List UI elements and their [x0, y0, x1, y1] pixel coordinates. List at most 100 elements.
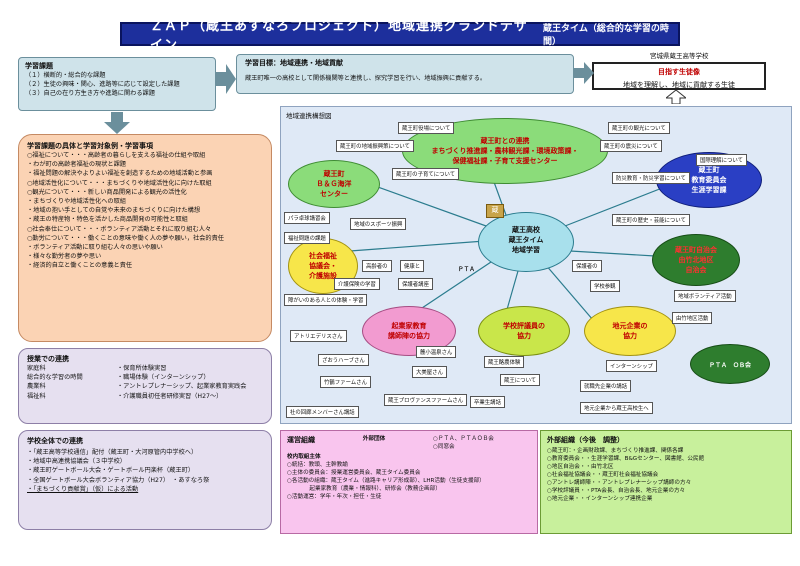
town-line: 保健福祉課・子育て支援センター	[452, 157, 558, 165]
map-tag: 高齢者の	[362, 260, 392, 272]
subject-row: 農業科・アントレプレナーシップ、起業家教育実践会	[27, 383, 247, 391]
map-tag: 地元企業から蔵王高校生へ	[580, 402, 653, 414]
external-org-item: ○教育委員会・・生涯学習課、B&Gセンター、図書館、公民館	[547, 456, 705, 462]
external-org-item: ○社会福祉協議会・・蔵王町社会福祉協議会	[547, 472, 659, 478]
subject-row: 福祉科・介護職員初任者研修実習（H27～）	[27, 392, 223, 400]
map-tag: 蔵王町の歴史・芸能について	[612, 214, 690, 226]
arrow-up-icon	[666, 90, 686, 104]
edu-line: 蔵王町	[698, 166, 720, 174]
map-tag: 蔵王町役場について	[398, 122, 455, 134]
company-line: 地元企業の	[612, 322, 648, 330]
entre-line: 講師陣の協力	[388, 332, 430, 340]
external-group: ○同窓会	[432, 444, 455, 450]
map-tag: 蔵王町の震災について	[600, 140, 662, 152]
goal-box: 目指す生徒像 地域を理解し、地域に貢献する生徒	[592, 62, 766, 90]
learning-goal-box: 学習目標：地域連携・地域貢献 蔵王町唯一の高校として関係機関等と連携し、探究学習…	[236, 54, 574, 94]
map-tag: 保護者の	[572, 260, 602, 272]
map-tag: 蔵王町の子育てについて	[392, 168, 460, 180]
town-line: まちづくり推進課・農林観光課・環境政策課・	[431, 147, 579, 155]
school-logo-icon: 蔵	[486, 204, 504, 218]
map-tag: 保護者講座	[398, 278, 433, 290]
school-collab-item: ・「蔵王高等学校通信」配付（蔵王町・大河原管内中学校へ）	[27, 449, 198, 456]
map-tag: 福祉問題の課題	[284, 232, 330, 244]
review-node: 学校評議員の 協力	[478, 306, 570, 356]
welfare-line: 協議会・	[309, 262, 337, 270]
bg-line: Ｂ＆Ｇ海洋	[316, 180, 352, 188]
edu-line: 生涯学習課	[691, 186, 727, 194]
map-tag: アトリエデリスさん	[290, 330, 347, 342]
external-org-item: ○地元企業・・インターンシップ連携企業	[547, 496, 653, 502]
welfare-line: 社会福祉	[309, 252, 337, 260]
theme-item: ・福祉問題の解決やよりよい福祉を創造するための地域活動と参画	[27, 170, 213, 178]
map-tag: 蔵王町の地域振興策について	[336, 140, 414, 152]
map-tag: 大美屋さん	[412, 366, 447, 378]
hub-node: 蔵王高校 蔵王タイム 地域学習	[478, 212, 574, 272]
theme-item: ・蔵王の特産物・特色を活かした商品開発の可能性と取組	[27, 216, 188, 224]
map-tag: 防災教育・防災学習について	[612, 172, 690, 184]
review-line: 学校評議員の	[503, 322, 545, 330]
map-tag: 蔵王プロヴァンスファームさん	[384, 394, 468, 406]
chamber-line: 自治会	[685, 266, 707, 274]
map-tag: 竹鶴ファームさん	[320, 376, 371, 388]
theme-item: ・わが町の高齢者福祉の現状と課題	[27, 161, 126, 169]
map-tag: ざおうハーブさん	[318, 354, 369, 366]
organization-box: 運営組織 外部団体 ○ＰＴＡ、ＰＴＡＯＢ会 ○同窓会 校内取組主体 ○統括：教頭…	[280, 430, 538, 534]
pta-ob-line: ＰＴＡ ＯＢ会	[708, 361, 751, 369]
map-tag: 介護保険の学習	[334, 278, 380, 290]
map-tag: 健康と	[400, 260, 425, 272]
company-line: 協力	[623, 332, 637, 340]
theme-item: ○地域活性化について・・・まちづくりや地域活性化に向けた取組	[27, 179, 212, 187]
map-tag: 地域のスポーツ振興	[350, 218, 407, 230]
school-collab-box: 学校全体での連携 ・「蔵王高等学校通信」配付（蔵王町・大河原管内中学校へ） ・地…	[18, 430, 272, 530]
entre-line: 起業家教育	[391, 322, 427, 330]
map-label: 地域連携構想図	[286, 112, 332, 120]
goal-text: 地域を理解し、地域に貢献する生徒	[623, 81, 735, 89]
school-collab-item: ・蔵王町ゲートボール大会・ゲートボール円楽杯（蔵王町）	[27, 467, 195, 475]
map-tag: インターンシップ	[606, 360, 657, 372]
hub-line: 地域学習	[512, 246, 540, 254]
theme-item: ○福祉について・・・高齢者の暮らしを支える福祉の仕組や取組	[27, 152, 206, 159]
school-name: 宮城県蔵王高等学校	[650, 52, 709, 60]
welfare-line: 介護施設	[309, 272, 337, 280]
school-collab-item: ・全国ゲートボール大会ボランティア協力（H27） ・あすなろ祭	[27, 476, 210, 484]
learning-task-item: （３）自己の在り方生き方や進路に関わる課題	[25, 90, 155, 98]
theme-item: ○社会奉仕について・・・ボランティア活動とそれに取り組む人々	[27, 225, 212, 233]
map-tag: 卒業生講話	[470, 396, 505, 408]
map-tag: 国際理解について	[696, 154, 747, 166]
external-org-item: ○蔵王町：・企画財政課、まちづくり推進課、関係各課	[547, 448, 684, 454]
learning-task-item: （２）生徒の興味・関心、進路等に応じて設定した課題	[25, 81, 180, 89]
external-org-item: ○アントレ講師陣・・アントレプレナーシップ講師の方々	[547, 480, 692, 486]
map-tag: 蔵王町の観光について	[608, 122, 670, 134]
learning-goal-title: 学習目標：地域連携・地域貢献	[245, 59, 343, 67]
organization-item: ○活動運営：学年・年次・担任・生徒	[287, 494, 382, 500]
school-collab-item: ・「まちづくり貢献賞」（仮）による活動	[27, 485, 139, 493]
hub-line: 蔵王高校	[512, 226, 540, 234]
learning-task-item: （１）横断的・総合的な課題	[25, 72, 106, 79]
organization-item: 起業家教育（農業・情報科）、研修会（教務企画部）	[287, 486, 441, 492]
arrow-down-icon	[104, 112, 130, 134]
chamber-line: 由竹北地区	[678, 256, 714, 264]
neighborhood-node: 蔵王町自治会 由竹北地区 自治会	[652, 234, 740, 286]
map-tag: パラ卓球講習会	[284, 212, 330, 224]
organization-item: ○主体の委員会：授業運営委員会、蔵王タイム委員会	[287, 470, 421, 476]
review-line: 協力	[517, 332, 531, 340]
subjects-box: 授業での連携 家庭科・保育所体験実習 総合的な学習の時間・職場体験（インターンシ…	[18, 348, 272, 424]
themes-box: 学習課題の具体と学習対象例・学習事項 ○福祉について・・・高齢者の暮らしを支える…	[18, 134, 272, 342]
arrow-right-icon	[574, 62, 594, 84]
organization-item: ○各活動の組織：蔵王タイム（進路キャリア形成部）、LHR活動（生徒支援部）	[287, 478, 485, 484]
map-tag: 学校参観	[590, 280, 620, 292]
map-tag: 蔵王酪農体験	[484, 356, 525, 368]
theme-item: ・様々な勤労者の夢や思い	[27, 253, 102, 261]
subjects-title: 授業での連携	[27, 355, 69, 363]
map-tag: 障がいのある人との体験・学習	[284, 294, 368, 306]
bg-line: センター	[320, 190, 348, 198]
school-collab-title: 学校全体での連携	[27, 437, 83, 445]
theme-item: ・地域の抱い手としての自覚や未来のまちづくりに向けた構想	[27, 207, 201, 215]
theme-item: ○勤労について・・・働くことの意味や働く人の夢や願い，社会的責任	[27, 234, 224, 242]
theme-item: ○観光について・・・新しい商品開発による観光の活性化	[27, 188, 187, 196]
edu-line: 教育委員会	[691, 176, 727, 184]
learning-task-title: 学習課題	[25, 62, 53, 70]
school-collab-item: ・地域中高連携協議会（３中学校）	[27, 458, 126, 466]
pta-ob-node: ＰＴＡ ＯＢ会	[690, 344, 770, 384]
subject-row: 総合的な学習の時間・職場体験（インターンシップ）	[27, 374, 210, 382]
